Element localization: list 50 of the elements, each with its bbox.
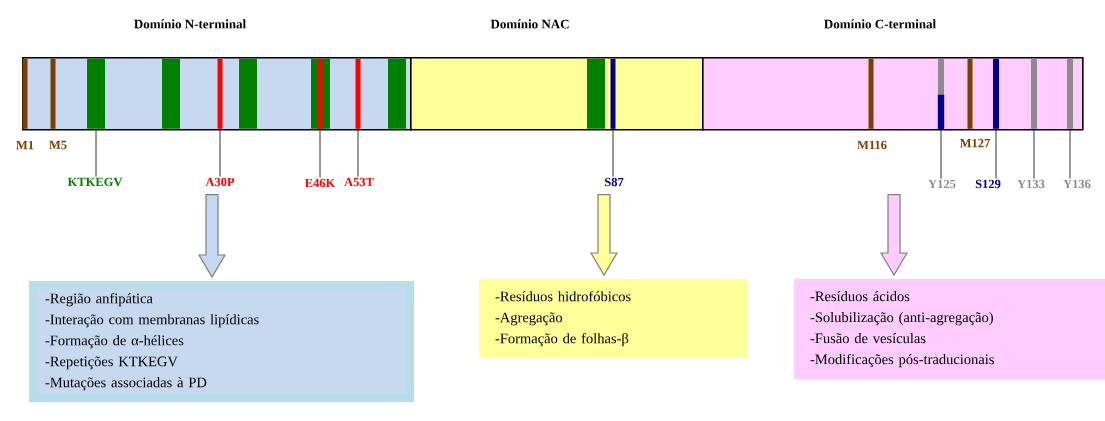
domain-heading: Domínio N-terminal bbox=[134, 19, 246, 29]
residue-label: A53T bbox=[344, 177, 374, 187]
residue-bar bbox=[355, 58, 361, 129]
residue-bar bbox=[87, 58, 105, 129]
residue-label: M127 bbox=[959, 138, 990, 148]
residue-label: Y125 bbox=[928, 179, 956, 189]
domain-band bbox=[702, 57, 1084, 131]
residue-label: KTKEGV bbox=[67, 177, 123, 187]
leader-line bbox=[1069, 128, 1071, 179]
residue-bar bbox=[610, 58, 616, 129]
block-arrow bbox=[197, 194, 227, 279]
residue-bar bbox=[162, 58, 180, 129]
residue-label: S87 bbox=[604, 177, 624, 187]
residue-label: S129 bbox=[975, 179, 1001, 189]
residue-bar bbox=[967, 58, 973, 129]
info-box: -Região anfipática -Interação com membranas lipídicas -Formação de α-hélices -Repetições KTKEGV -Mutações associadas à PD bbox=[29, 281, 414, 403]
leader-line bbox=[995, 128, 997, 179]
residue-bar bbox=[993, 58, 999, 129]
leader-line bbox=[95, 128, 97, 177]
residue-label: A30P bbox=[205, 177, 235, 187]
block-arrow bbox=[879, 194, 909, 277]
domain-heading: Domínio NAC bbox=[490, 19, 569, 29]
info-box: -Resíduos ácidos -Solubilização (anti-agregação) -Fusão de vesículas -Modificações pós-traducionais bbox=[794, 279, 1105, 380]
leader-line bbox=[219, 128, 221, 177]
residue-label: M5 bbox=[49, 140, 67, 150]
residue-bar bbox=[1067, 58, 1073, 129]
residue-label: M116 bbox=[857, 140, 887, 150]
domain-band bbox=[410, 57, 704, 131]
residue-label: M1 bbox=[16, 140, 34, 150]
domain-heading: Domínio C-terminal bbox=[824, 19, 936, 29]
residue-label: Y133 bbox=[1017, 179, 1045, 189]
residue-bar bbox=[1031, 58, 1037, 129]
leader-line bbox=[1033, 128, 1035, 179]
residue-bar bbox=[311, 58, 330, 129]
residue-bar bbox=[587, 58, 605, 129]
residue-bar bbox=[50, 58, 56, 129]
leader-line bbox=[357, 128, 359, 177]
residue-bar bbox=[868, 58, 874, 129]
residue-bar bbox=[388, 58, 406, 129]
info-box: -Resíduos hidrofóbicos -Agregação -Formação de folhas-β bbox=[479, 279, 747, 359]
residue-label: E46K bbox=[304, 178, 336, 188]
residue-bar bbox=[937, 58, 945, 129]
block-arrow bbox=[589, 194, 619, 277]
residue-bar bbox=[239, 58, 257, 129]
leader-line bbox=[612, 128, 614, 177]
leader-line bbox=[319, 128, 321, 178]
residue-bar bbox=[22, 58, 28, 129]
residue-label: Y136 bbox=[1063, 179, 1091, 189]
residue-bar bbox=[217, 58, 223, 129]
leader-line bbox=[940, 128, 942, 179]
